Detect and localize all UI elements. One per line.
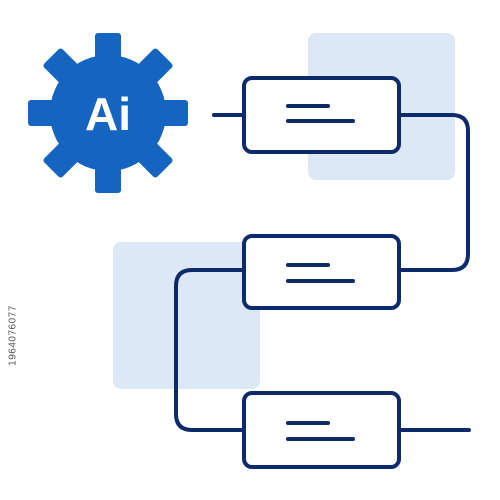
flow-box-step-3 [242,391,401,469]
flow-box-step-2 [242,234,401,310]
flow-connectors [174,113,471,432]
gear-badge-label: Ai [85,88,131,140]
ai-gear-icon: Ai [28,33,188,193]
connector-step2-to-step3 [174,268,246,432]
accent-square-bottom [113,242,260,389]
stock-id-watermark: 1964076077 [7,305,19,366]
flow-box-step-1 [242,76,401,154]
connector-step1-to-step2 [397,113,470,272]
